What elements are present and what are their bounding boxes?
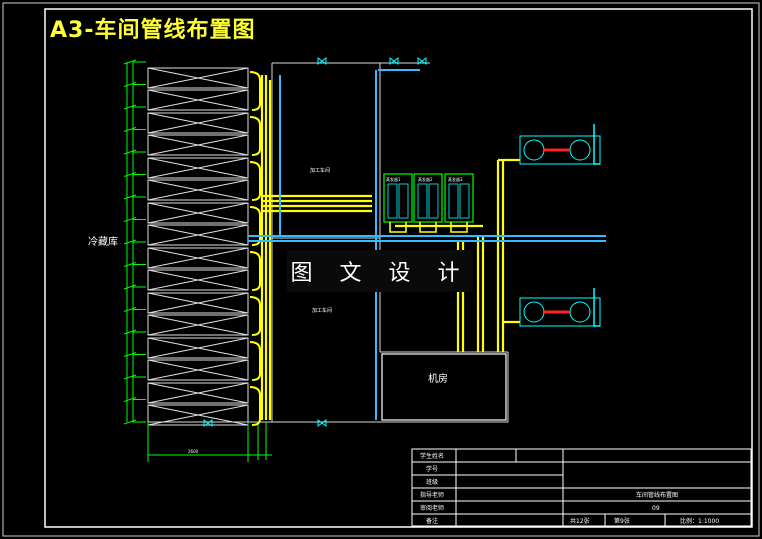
condenser-upper bbox=[519, 124, 601, 165]
evaporator-units bbox=[383, 173, 474, 233]
cold-room-cell bbox=[147, 337, 249, 359]
tb-row-5: 备注 bbox=[426, 517, 438, 525]
building-outline bbox=[148, 62, 509, 423]
dim-tick bbox=[123, 217, 137, 222]
tb-row-2: 班级 bbox=[426, 478, 438, 486]
dim-tick bbox=[123, 82, 137, 87]
coil-hook bbox=[249, 251, 261, 291]
dim-tick bbox=[123, 352, 137, 357]
bottom-dimension bbox=[147, 422, 272, 462]
dim-tick bbox=[123, 172, 137, 177]
dim-tick bbox=[123, 239, 137, 245]
tb-sheets: 共12张 bbox=[570, 517, 590, 525]
cold-room-cell bbox=[147, 134, 249, 156]
machine-room-box bbox=[381, 353, 507, 421]
cold-room-cell bbox=[147, 359, 249, 381]
evaporator-label-2: 蒸发器2 bbox=[418, 176, 433, 182]
cold-room-cell bbox=[147, 112, 249, 134]
tb-sheet-no: 第9张 bbox=[614, 517, 630, 525]
evaporator-label-3: 蒸发器3 bbox=[448, 176, 463, 182]
process-room-upper-label: 加工车间 bbox=[310, 167, 330, 174]
evaporator-label-1: 蒸发器1 bbox=[386, 176, 401, 182]
cyan-pipes bbox=[248, 69, 606, 420]
condenser-lower bbox=[519, 288, 601, 327]
cold-room-cell bbox=[147, 179, 249, 201]
cold-room-cell bbox=[147, 404, 249, 426]
coil-hook bbox=[249, 206, 261, 246]
tb-row-1: 学号 bbox=[426, 465, 438, 473]
coil-hook bbox=[249, 386, 261, 426]
dim-tick bbox=[123, 149, 137, 155]
dim-tick bbox=[123, 104, 137, 110]
coil-hook bbox=[249, 296, 261, 336]
evaporator-unit bbox=[444, 173, 474, 233]
dim-tick bbox=[123, 419, 137, 425]
coil-hook bbox=[249, 116, 261, 156]
watermark: 图 文 设 计 bbox=[287, 250, 473, 292]
process-room-lower-label: 加工车间 bbox=[312, 307, 332, 314]
dimension-ticks bbox=[123, 59, 146, 425]
machine-room-label: 机房 bbox=[428, 372, 448, 385]
dim-tick bbox=[123, 397, 137, 402]
evaporator-unit bbox=[413, 173, 443, 233]
tb-drawing-no: 09 bbox=[652, 505, 660, 512]
cold-room-cell bbox=[147, 202, 249, 224]
tb-row-3: 指导老师 bbox=[420, 491, 444, 499]
tb-drawing-name: 车间管线布置图 bbox=[636, 491, 678, 499]
dim-tick bbox=[123, 262, 137, 267]
dim-tick bbox=[123, 127, 137, 132]
valve-symbols bbox=[203, 57, 427, 427]
coil-hook bbox=[249, 161, 261, 201]
title-block-text: 学生姓名 学号 班级 指导老师 审阅老师 备注 车间管线布置图 09 共12张 … bbox=[420, 452, 719, 525]
drawing-border bbox=[44, 8, 753, 528]
title-block bbox=[411, 448, 752, 527]
cold-room-cell bbox=[147, 224, 249, 246]
tb-row-4: 审阅老师 bbox=[420, 504, 444, 512]
cold-room-cell bbox=[147, 269, 249, 291]
cold-room-cell bbox=[147, 67, 249, 89]
dim-tick bbox=[123, 284, 137, 290]
cold-storage-label: 冷藏库 bbox=[88, 235, 118, 248]
drawing-title: A3-车间管线布置图 bbox=[50, 18, 256, 43]
dim-tick bbox=[123, 329, 137, 335]
evaporator-unit bbox=[383, 173, 413, 233]
cold-room-cell bbox=[147, 89, 249, 111]
dim-tick bbox=[123, 307, 137, 312]
cold-room-cell bbox=[147, 247, 249, 269]
coil-hook bbox=[249, 341, 261, 381]
cold-room-cell bbox=[147, 157, 249, 179]
yellow-pipes bbox=[260, 75, 520, 420]
dim-tick bbox=[123, 194, 137, 200]
dim-tick bbox=[123, 59, 137, 65]
bottom-dimension-label: 2600 bbox=[188, 449, 199, 454]
cold-storage-rooms bbox=[147, 67, 249, 426]
dim-tick bbox=[123, 374, 137, 380]
tb-scale: 比例：1:1000 bbox=[680, 517, 719, 525]
cold-room-cell bbox=[147, 292, 249, 314]
tb-row-0: 学生姓名 bbox=[420, 452, 444, 460]
coil-hooks bbox=[249, 71, 261, 426]
cold-room-cell bbox=[147, 382, 249, 404]
coil-hook bbox=[249, 71, 261, 111]
cold-room-cell bbox=[147, 314, 249, 336]
